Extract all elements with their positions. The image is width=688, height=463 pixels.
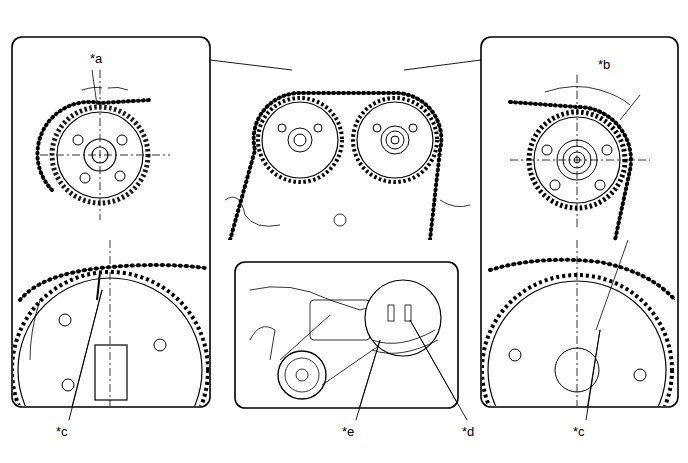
callout-label: *c [573,425,585,438]
callout-label: *a [90,52,102,65]
callout-label: *d [462,425,474,438]
callout-label: *b [598,58,610,71]
callout-label: *e [342,425,354,438]
callout-label: *c [56,425,68,438]
